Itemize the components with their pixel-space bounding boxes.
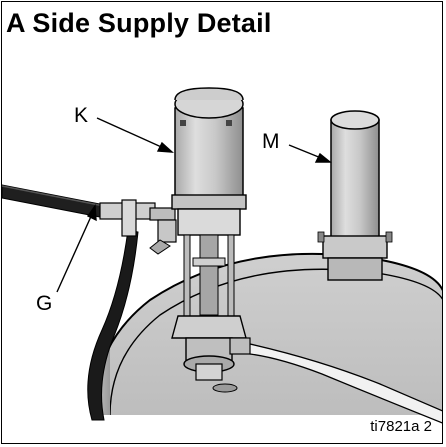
leader-k-arrow xyxy=(156,141,174,153)
leader-k xyxy=(96,117,169,151)
figure-title: A Side Supply Detail xyxy=(6,8,272,38)
leader-g-arrow xyxy=(86,203,97,222)
fluid-hose xyxy=(229,337,442,424)
tube-m xyxy=(317,110,393,281)
tee-fitting xyxy=(99,199,177,255)
callout-g: G xyxy=(36,292,53,315)
callout-m: M xyxy=(262,130,280,153)
figure-id: ti7821a 2 xyxy=(370,418,432,435)
leader-lines xyxy=(56,117,332,293)
hose-g xyxy=(2,184,139,421)
leader-m-arrow xyxy=(314,152,332,163)
leader-g xyxy=(56,211,94,293)
callout-k: K xyxy=(74,104,89,127)
pump-k xyxy=(171,87,247,381)
